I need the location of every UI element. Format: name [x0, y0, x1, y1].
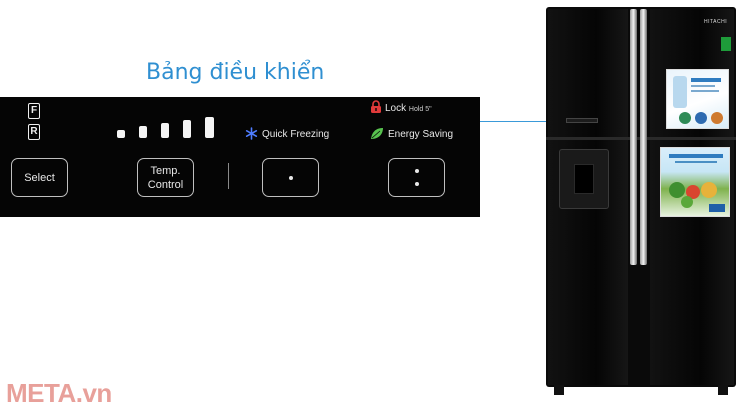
- dot-icon-bottom: [414, 182, 419, 186]
- temp-level-3: [161, 123, 169, 138]
- energy-label-sticker: [721, 37, 731, 51]
- select-button[interactable]: Select: [11, 158, 68, 197]
- refrigerator-indicator: R: [28, 124, 40, 140]
- lock-icon: [371, 100, 381, 113]
- callout-line: [480, 121, 567, 122]
- water-dispenser: [559, 149, 609, 209]
- leaf-icon: [371, 128, 383, 139]
- temp-control-label-line2: Control: [147, 178, 184, 191]
- energy-saving-label: Energy Saving: [388, 129, 454, 140]
- promo-poster-top: [666, 69, 729, 129]
- lock-indicator: Lock Hold 5": [370, 100, 432, 114]
- watermark: META.vn: [6, 378, 112, 408]
- freezer-indicator: F: [28, 103, 40, 119]
- control-panel-title: Bảng điều khiển: [146, 60, 325, 85]
- refrigerator-image: HITACHI: [546, 7, 736, 397]
- temp-level-5: [205, 117, 214, 138]
- single-dot-icon: [288, 175, 293, 180]
- lock-hold-label: Hold 5": [408, 106, 432, 113]
- panel-divider: [228, 163, 229, 189]
- dispenser-slot: [574, 164, 594, 194]
- fridge-brand: HITACHI: [704, 19, 728, 25]
- temp-level-1: [117, 130, 125, 138]
- right-handle: [640, 9, 647, 265]
- upper-left-door: [548, 9, 628, 137]
- quick-freezing-label: Quick Freezing: [262, 129, 330, 140]
- fridge-leg-right: [718, 385, 728, 395]
- fridge-leg-left: [554, 385, 564, 395]
- poster-graphic: [673, 76, 723, 124]
- temp-control-button[interactable]: Temp. Control: [137, 158, 194, 197]
- poster-produce-graphic: [669, 154, 725, 212]
- temp-level-4: [183, 120, 191, 138]
- temp-level-2: [139, 126, 147, 138]
- energy-saving-button[interactable]: [388, 158, 445, 197]
- energy-saving-indicator: Energy Saving: [370, 127, 453, 140]
- quick-freezing-indicator: Quick Freezing: [245, 127, 329, 140]
- fridge-mini-panel: [566, 118, 598, 123]
- dot-icon-top: [414, 169, 419, 173]
- control-panel: F R Lock Hold 5" Quick Freezing Energy S…: [0, 97, 480, 217]
- left-handle: [630, 9, 637, 265]
- promo-poster-bottom: [660, 147, 730, 217]
- snowflake-icon: [245, 127, 258, 140]
- temp-control-label-line1: Temp.: [150, 164, 181, 177]
- lock-label: Lock: [385, 103, 407, 114]
- quick-freezing-button[interactable]: [262, 158, 319, 197]
- select-button-label: Select: [24, 171, 55, 184]
